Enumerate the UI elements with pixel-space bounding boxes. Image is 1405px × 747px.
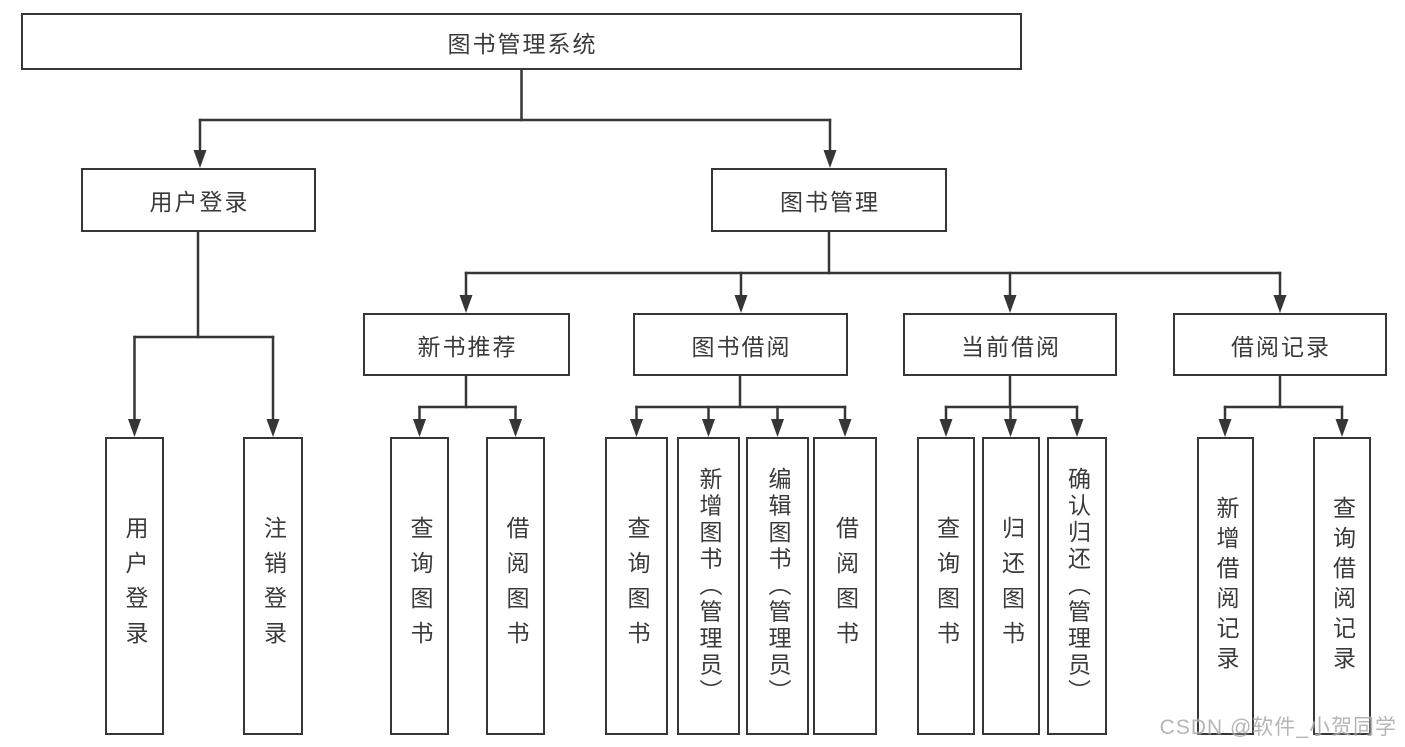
node-label: 新增借阅记录 (1213, 496, 1239, 676)
node-label: 图书管理系统 (447, 30, 598, 57)
leaf-borrow-books-2: 借阅图书 (813, 437, 877, 735)
node-label: 图书管理 (780, 189, 880, 215)
node-label: 新书推荐 (417, 333, 518, 360)
leaf-return-book: 归还图书 (982, 437, 1040, 735)
node-label: 查询图书 (933, 516, 960, 656)
node-label: 借阅图书 (832, 516, 859, 656)
node-label: 借阅图书 (503, 516, 529, 656)
node-new-book-recommend: 新书推荐 (363, 313, 570, 376)
leaf-user-login: 用户登录 (105, 437, 164, 735)
node-library-management-system: 图书管理系统 (21, 13, 1022, 70)
node-user-login: 用户登录 (81, 168, 316, 232)
leaf-query-books-1: 查询图书 (390, 437, 449, 735)
node-label: 查询借阅记录 (1329, 496, 1356, 676)
leaf-query-books-3: 查询图书 (917, 437, 975, 735)
node-label: 归还图书 (998, 516, 1025, 656)
leaf-edit-book-admin: 编辑图书（管理员） (746, 437, 809, 735)
node-label: 查询图书 (624, 516, 650, 656)
node-label: 新增图书（管理员） (696, 466, 722, 706)
leaf-add-borrow-record: 新增借阅记录 (1197, 437, 1254, 735)
node-borrowing-records: 借阅记录 (1173, 313, 1387, 376)
node-label: 图书借阅 (691, 333, 792, 360)
node-label: 编辑图书（管理员） (765, 466, 791, 706)
node-label: 当前借阅 (961, 333, 1061, 360)
node-book-borrowing: 图书借阅 (633, 313, 848, 376)
leaf-borrow-books-1: 借阅图书 (486, 437, 545, 735)
leaf-query-borrow-record: 查询借阅记录 (1313, 437, 1371, 735)
node-current-borrowing: 当前借阅 (903, 313, 1117, 376)
leaf-add-book-admin: 新增图书（管理员） (677, 437, 740, 735)
node-label: 确认归还（管理员） (1064, 466, 1091, 706)
node-label: 用户登录 (149, 189, 250, 215)
leaf-logout: 注销登录 (243, 437, 303, 735)
node-label: 用户登录 (122, 516, 148, 656)
csdn-watermark: CSDN @软件_小贺同学 (1159, 716, 1397, 739)
leaf-query-books-2: 查询图书 (605, 437, 668, 735)
node-label: 借阅记录 (1231, 333, 1331, 360)
node-label: 注销登录 (260, 516, 287, 656)
leaf-confirm-return-admin: 确认归还（管理员） (1047, 437, 1107, 735)
node-book-management: 图书管理 (711, 168, 947, 232)
node-label: 查询图书 (407, 516, 433, 656)
